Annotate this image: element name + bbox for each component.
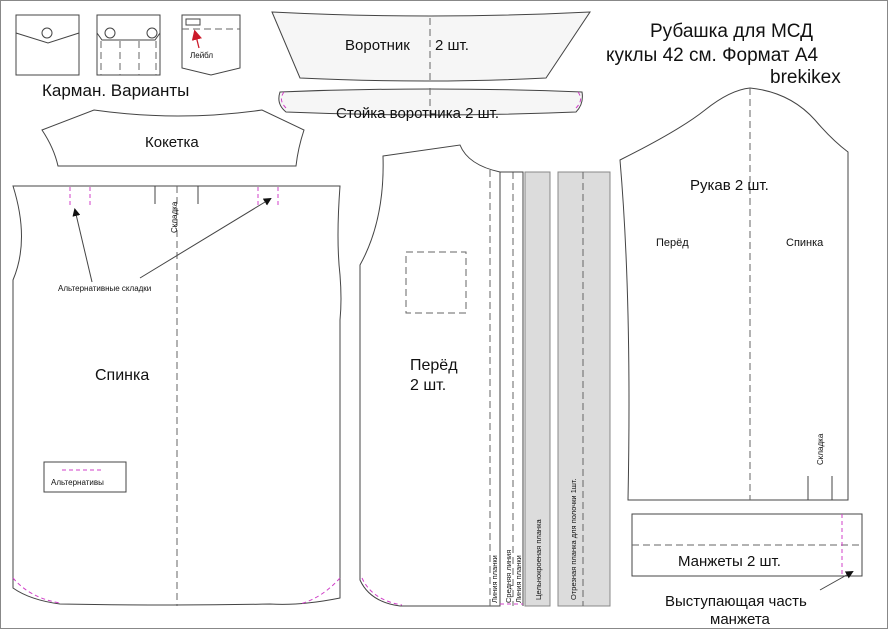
front-label-1: Перёд bbox=[410, 357, 458, 374]
button-icon bbox=[41, 27, 53, 39]
front-label-2: 2 шт. bbox=[410, 377, 446, 394]
pocket-variant-2 bbox=[96, 14, 161, 76]
yoke-piece: Кокетка bbox=[41, 109, 305, 167]
cuff-label: Манжеты 2 шт. bbox=[678, 553, 781, 570]
collar-stand-piece: Стойка воротника 2 шт. bbox=[278, 88, 583, 122]
integral-placket bbox=[524, 171, 551, 607]
separate-placket-text: Отрезная планка для полочки 1шт. bbox=[569, 478, 578, 600]
sleeve-fold-text: Складка bbox=[816, 433, 825, 465]
button-icon bbox=[104, 27, 116, 39]
placket-line-text: Линия планки bbox=[490, 555, 499, 603]
label-tag-text: Лейбл bbox=[190, 51, 213, 60]
back-piece: Складка Спинка Альтернативные складки Ал… bbox=[12, 185, 342, 606]
arrow-icon bbox=[819, 571, 854, 591]
placket-line-2-text: Линия планки bbox=[514, 555, 523, 603]
alternatives-label: Альтернативы bbox=[51, 478, 104, 487]
collar-name: Воротник bbox=[345, 37, 410, 54]
sleeve-piece: Рукав 2 шт. Перёд Спинка Складка bbox=[619, 87, 849, 501]
collar-count: 2 шт. bbox=[435, 37, 469, 54]
integral-placket-text: Цельнокроеная планка bbox=[534, 518, 543, 600]
collar-stand-label: Стойка воротника 2 шт. bbox=[336, 105, 499, 122]
cuff-piece: Манжеты 2 шт. Выступающая часть манжета bbox=[631, 513, 863, 628]
back-fold-text: Складка bbox=[170, 201, 179, 233]
cuff-note-1: Выступающая часть bbox=[665, 593, 807, 610]
arrow-icon bbox=[139, 197, 272, 279]
sleeve-back-label: Спинка bbox=[786, 237, 824, 249]
pocket-variant-3: Лейбл bbox=[181, 14, 241, 76]
back-label: Спинка bbox=[95, 367, 149, 384]
sleeve-label: Рукав 2 шт. bbox=[690, 177, 769, 194]
title-line-1: Рубашка для МСД bbox=[650, 21, 813, 42]
title-line-3: brekikex bbox=[770, 67, 841, 88]
pocket-placement bbox=[405, 251, 467, 314]
alternatives-box bbox=[43, 461, 127, 493]
yoke-label: Кокетка bbox=[145, 134, 199, 151]
button-icon bbox=[146, 27, 158, 39]
middle-line-text: Средняя линия bbox=[504, 550, 513, 603]
sleeve-front-label: Перёд bbox=[656, 237, 689, 249]
front-piece: Перёд 2 шт. Линия планки Средняя линия Л… bbox=[359, 144, 611, 607]
cuff-note-2: манжета bbox=[710, 611, 771, 628]
title-line-2: куклы 42 см. Формат А4 bbox=[606, 45, 819, 66]
pocket-variant-1 bbox=[15, 14, 80, 76]
separate-placket bbox=[557, 171, 611, 607]
pockets-caption: Карман. Варианты bbox=[42, 81, 189, 100]
alt-pleats-label: Альтернативные складки bbox=[58, 284, 151, 293]
arrow-icon bbox=[72, 208, 93, 283]
collar-piece: Воротник 2 шт. bbox=[271, 11, 591, 82]
